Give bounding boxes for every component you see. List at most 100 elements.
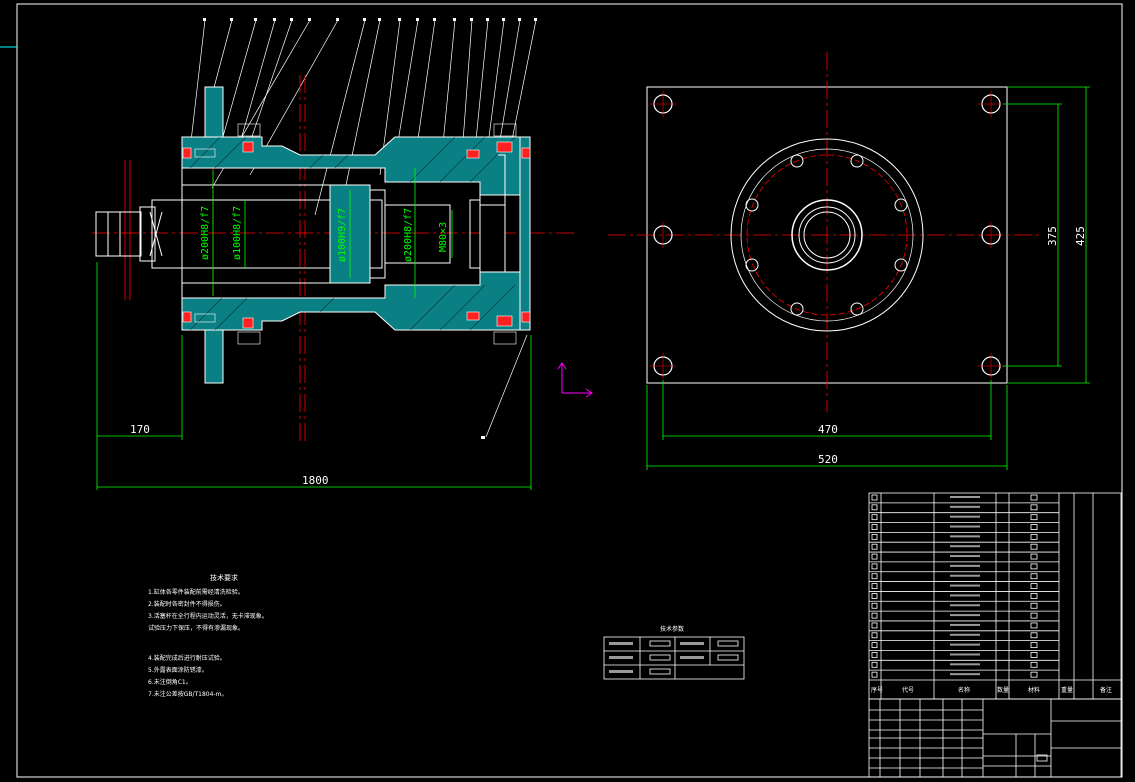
bom-name-cell: [950, 574, 980, 577]
bom-name-cell: [950, 496, 980, 498]
dim-520: 520: [818, 453, 838, 466]
part-label-dots: [203, 18, 537, 439]
flange-outer: [730, 138, 924, 332]
note-line-4: 试验压力下保压，不得有渗漏现象。: [148, 624, 244, 632]
bom-name-cell: [950, 673, 980, 676]
end-dims: [646, 86, 1090, 470]
dim-425: 425: [1074, 226, 1087, 246]
note-line-5: 4.装配完成后进行耐压试验。: [148, 654, 226, 662]
fit-label-1: ø200H8/f7: [200, 206, 211, 260]
bom-name-cell: [950, 604, 980, 607]
note-line-3: 3.活塞杆在全行程内运动灵活，无卡滞现象。: [148, 612, 268, 620]
section-dims: [96, 262, 532, 490]
fit-label-4: ø200H8/f7: [403, 208, 414, 262]
sheet-border: [16, 3, 1123, 778]
note-line-7: 6.未注倒角C1。: [148, 678, 192, 686]
bom-seq-cell: [871, 661, 878, 668]
bom-material-cell: [1030, 514, 1038, 521]
bom-seq-cell: [871, 671, 878, 678]
centerlines-end: [608, 52, 1040, 412]
bom-header-weight: 重量: [1061, 686, 1073, 694]
flange-inner: [740, 148, 914, 322]
bom-name-cell: [950, 594, 980, 597]
bom-header-code: 代号: [902, 686, 914, 694]
bolts: [182, 123, 531, 345]
bom-seq-cell: [871, 593, 878, 599]
end-view: 470 520 375 425: [608, 52, 1090, 470]
fit-label-2: ø100H8/f7: [232, 206, 243, 260]
bom-seq-cell: [871, 524, 878, 530]
bom-name-cell: [950, 535, 980, 538]
bom-header-name: 名称: [958, 686, 970, 694]
dim-375: 375: [1046, 226, 1059, 246]
notes-title: 技术要求: [210, 573, 238, 582]
cylinder-body: [181, 86, 531, 384]
bom-material-cell: [1030, 632, 1038, 639]
bom-material-cell: [1030, 583, 1038, 589]
bom-seq-cell: [871, 543, 878, 550]
bom-material-cell: [1030, 602, 1038, 609]
technical-notes: 技术要求 1.缸体各零件装配前需经清洗检验。 2.装配时各密封件不得损伤。 3.…: [148, 573, 268, 698]
ucs-axis-icon: [557, 362, 593, 398]
bom-name-cell: [950, 525, 980, 528]
bom-seq-cell: [871, 612, 878, 619]
bom-material-cell: [1030, 524, 1038, 530]
bom-material-cell: [1030, 504, 1038, 511]
dim-1800: 1800: [302, 474, 329, 487]
bom-material-cell: [1030, 494, 1038, 501]
note-line-6: 5.外露表面涂防锈漆。: [148, 666, 208, 674]
bom-material-cell: [1030, 533, 1038, 540]
bom-material-cell: [1030, 563, 1038, 570]
bom-name-cell: [950, 505, 980, 508]
bom-name-cell: [950, 623, 980, 626]
note-line-8: 7.未注公差按GB/T1804-m。: [148, 690, 227, 698]
bom-material-cell: [1030, 612, 1038, 619]
bom-header-qty: 数量: [997, 686, 1009, 694]
parameter-table: 技术参数: [603, 625, 745, 680]
bom-name-cell: [950, 584, 980, 587]
bom-seq-cell: [871, 632, 878, 639]
rod-inner: [798, 206, 856, 264]
hatch-lines: [189, 136, 516, 331]
bom-name-cell: [950, 643, 980, 646]
fit-label-3: ø100H9/f7: [337, 208, 348, 262]
bom-material-cell: [1030, 593, 1038, 599]
fit-label-5: M80×3: [438, 222, 449, 252]
dim-170: 170: [130, 423, 150, 436]
bom-name-cell: [950, 653, 980, 656]
note-line-2: 2.装配时各密封件不得损伤。: [148, 600, 226, 608]
bom-seq-cell: [871, 563, 878, 570]
bom-material-cell: [1030, 642, 1038, 649]
bom-seq-cell: [871, 602, 878, 609]
bom-material-cell: [1030, 543, 1038, 550]
bom-seq-cell: [871, 583, 878, 589]
bom-name-cell: [950, 614, 980, 617]
bom-name-cell: [950, 515, 980, 518]
bom-material-cell: [1030, 652, 1038, 658]
bom-name-cell: [950, 663, 980, 666]
bom-header-seq: 序号: [871, 686, 883, 694]
bom-material-cell: [1030, 661, 1038, 668]
bom-header-material: 材料: [1028, 686, 1040, 694]
bom-name-cell: [950, 545, 980, 548]
oil-port: [480, 154, 506, 206]
bom-material-cell: [1030, 553, 1038, 560]
flange-bolt-holes: [745, 154, 908, 316]
bom-seq-cell: [871, 573, 878, 580]
title-block: [868, 698, 1122, 778]
bom-seq-cell: [871, 642, 878, 649]
param-table-title: 技术参数: [660, 625, 684, 633]
bom-seq-cell: [871, 514, 878, 521]
bom-seq-cell: [871, 622, 878, 629]
bom-table: 序号 代号 名称 数量 材料 重量 备注: [868, 492, 1122, 700]
bom-material-cell: [1030, 573, 1038, 580]
bom-seq-cell: [871, 504, 878, 511]
bom-seq-cell: [871, 553, 878, 560]
bom-header-remark: 备注: [1100, 686, 1112, 694]
bom-material-cell: [1030, 622, 1038, 629]
bom-name-cell: [950, 564, 980, 567]
section-view: ø200H8/f7 ø100H8/f7 ø100H9/f7 ø200H8/f7 …: [92, 18, 575, 490]
rod-outer: [791, 199, 863, 271]
bom-seq-cell: [871, 494, 878, 501]
